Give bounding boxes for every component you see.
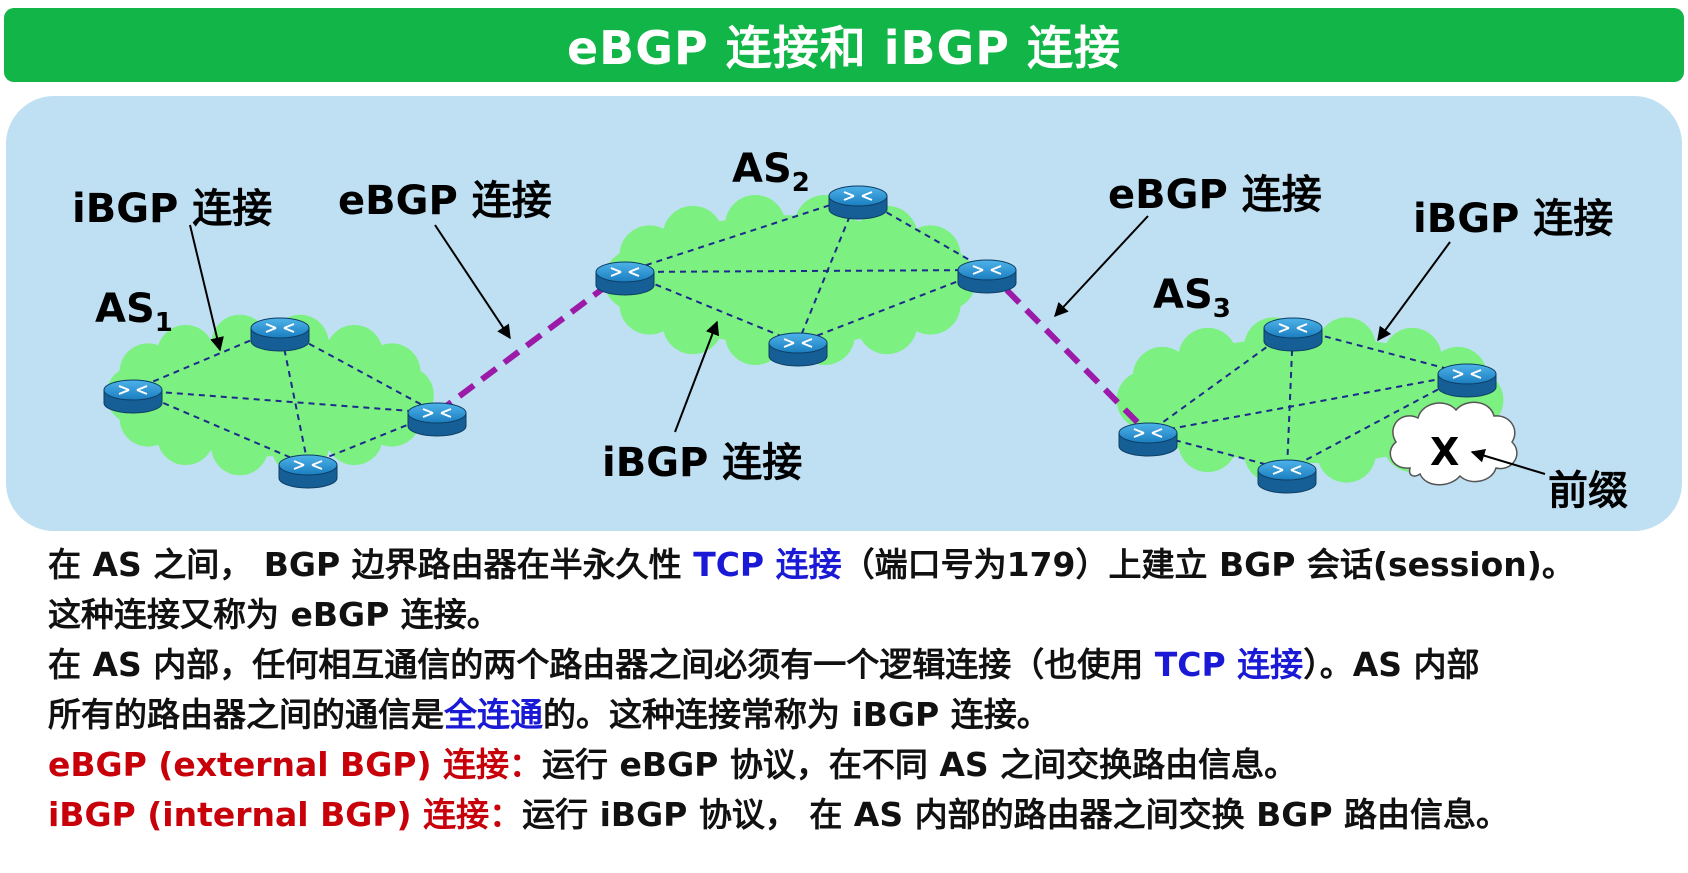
ibgp-term: iBGP (internal BGP) 连接： [48,795,523,834]
label-ebgp-right: eBGP 连接 [1108,172,1322,218]
ebgp-link [984,267,1151,436]
full-mesh-highlight: 全连通 [444,695,543,734]
text-segment: 这种连接又称为 eBGP 连接。 [48,595,500,634]
tcp-highlight: TCP 连接 [693,545,842,584]
text-segment: ）。AS 内部 [1303,645,1480,684]
paragraph-1-line-2: 这种连接又称为 eBGP 连接。 [48,590,1678,640]
as1-cloud [106,314,434,476]
routers [103,185,1497,494]
router-icon [957,259,1017,294]
ibgp-link [279,327,438,414]
label-ibgp-middle: iBGP 连接 [602,440,803,486]
ibgp-link [797,195,859,344]
paragraph-2-line-2: 所有的路由器之间的通信是全连通的。这种连接常称为 iBGP 连接。 [48,690,1678,740]
page-title: eBGP 连接和 iBGP 连接 [566,21,1122,75]
router-icon [1118,422,1178,457]
router-icon [1437,363,1497,398]
ebgp-definition: eBGP (external BGP) 连接：运行 eBGP 协议，在不同 AS… [48,740,1678,790]
router-icon [407,402,467,437]
ibgp-link [797,269,988,344]
label-prefix: 前缀 [1548,468,1628,514]
arrow-ibgp-right [1377,241,1451,342]
router-icon [1257,459,1317,494]
text-segment: 所有的路由器之间的通信是 [48,695,444,734]
ibgp-description: 运行 iBGP 协议， 在 AS 内部的路由器之间交换 BGP 路由信息。 [522,795,1509,834]
ibgp-link [624,271,799,344]
arrow-ibgp-left [189,224,224,352]
text-segment: （端口号为179）上建立 BGP 会话(session)。 [841,545,1575,584]
ebgp-description: 运行 eBGP 协议，在不同 AS 之间交换路由信息。 [542,745,1298,784]
ibgp-link [1292,327,1468,375]
ebgp-links [435,267,1151,436]
router-icon [768,332,828,367]
ibgp-link [1286,373,1468,471]
text-segment: 在 AS 内部，任何相互通信的两个路由器之间必须有一个逻辑连接（也使用 [48,645,1155,684]
ibgp-link [624,195,859,273]
label-ibgp-right: iBGP 连接 [1413,196,1614,242]
arrow-ebgp-left [434,224,511,340]
ebgp-link [435,269,627,416]
router-icon [1263,317,1323,352]
text-segment: 的。这种连接常称为 iBGP 连接。 [543,695,1050,734]
paragraph-2-line-1: 在 AS 内部，任何相互通信的两个路由器之间必须有一个逻辑连接（也使用 TCP … [48,640,1678,690]
paragraph-1-line-1: 在 AS 之间， BGP 边界路由器在半永久性 TCP 连接（端口号为179）上… [48,540,1678,590]
ibgp-link [132,389,438,414]
prefix-marker: X [1430,430,1460,474]
tcp-highlight: TCP 连接 [1154,645,1304,684]
ibgp-link [132,389,309,466]
ibgp-link [1286,327,1294,471]
as1-label: AS1 [95,286,173,338]
explanation-text: 在 AS 之间， BGP 边界路由器在半永久性 TCP 连接（端口号为179）上… [48,540,1678,840]
ibgp-link [624,269,988,273]
router-icon [250,317,310,352]
label-ebgp-left: eBGP 连接 [338,178,552,224]
text-segment: 在 AS 之间， BGP 边界路由器在半永久性 [48,545,694,584]
router-icon [595,261,655,296]
router-icon [278,454,338,489]
router-icon [103,379,163,414]
ibgp-definition: iBGP (internal BGP) 连接：运行 iBGP 协议， 在 AS … [48,790,1678,840]
ebgp-term: eBGP (external BGP) 连接： [48,745,543,784]
router-icon [828,185,888,220]
prefix-cloud [1389,401,1518,486]
ibgp-link [1147,327,1294,434]
as3-label: AS3 [1153,272,1231,324]
arrow-ibgp-middle [674,320,720,433]
arrow-ebgp-right [1054,215,1149,318]
as2-label: AS2 [732,146,810,198]
arrow-prefix [1470,448,1546,475]
label-ibgp-left: iBGP 连接 [72,186,273,232]
title-banner: eBGP 连接和 iBGP 连接 [4,8,1684,82]
